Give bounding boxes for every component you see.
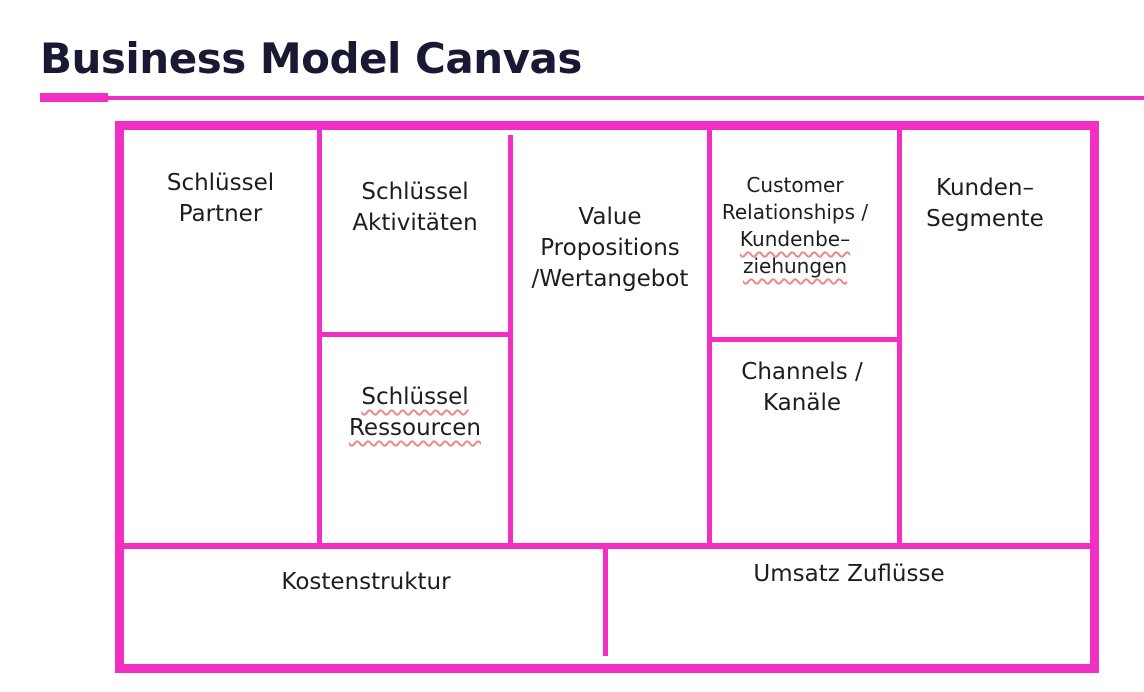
key-activities-line-1: Schlüssel <box>361 179 469 205</box>
channels-line-1: Channels / <box>741 359 863 385</box>
cell-customer-segments: Kunden– Segmente <box>886 173 1084 235</box>
divider-relationships-channels <box>707 337 902 342</box>
customer-relationships-line-3: Kundenbe– <box>739 227 851 251</box>
value-propositions-line-2: Propositions <box>540 235 680 261</box>
divider-bottom-row <box>124 543 1090 549</box>
key-resources-line-1: Schlüssel <box>361 384 469 410</box>
customer-relationships-line-4: ziehungen <box>742 254 848 278</box>
key-resources-line-2: Ressourcen <box>348 415 482 441</box>
divider-partners-activities <box>317 130 322 546</box>
cell-customer-relationships: Customer Relationships / Kundenbe– ziehu… <box>697 172 893 280</box>
channels-line-2: Kanäle <box>763 390 841 416</box>
divider-activities-value <box>508 135 513 546</box>
customer-relationships-line-2: Relationships / <box>721 200 869 224</box>
page-title: Business Model Canvas <box>40 34 582 83</box>
value-propositions-line-1: Value <box>578 204 642 230</box>
customer-segments-line-1: Kunden– <box>936 175 1034 201</box>
value-propositions-line-3: /Wertangebot <box>531 266 689 292</box>
revenue-streams-label: Umsatz Zuflüsse <box>753 561 945 587</box>
customer-relationships-line-1: Customer <box>746 173 844 197</box>
title-underline <box>42 96 1144 100</box>
cost-structure-label: Kostenstruktur <box>281 569 451 595</box>
key-activities-line-2: Aktivitäten <box>352 210 478 236</box>
cell-value-propositions: Value Propositions /Wertangebot <box>513 202 707 295</box>
key-partners-line-1: Schlüssel <box>166 170 275 196</box>
key-partners-line-2: Partner <box>178 201 263 227</box>
cell-cost-structure: Kostenstruktur <box>124 567 608 598</box>
cell-key-partners: Schlüssel Partner <box>124 168 317 230</box>
divider-cost-revenue <box>603 549 608 656</box>
title-underline-accent-segment <box>40 93 108 102</box>
customer-segments-line-2: Segmente <box>926 206 1044 232</box>
cell-key-resources: Schlüssel Ressourcen <box>322 382 508 444</box>
cell-revenue-streams: Umsatz Zuflüsse <box>608 559 1090 590</box>
business-model-canvas-frame: Schlüssel Partner Schlüssel Aktivitäten … <box>115 121 1099 673</box>
cell-channels: Channels / Kanäle <box>707 357 897 419</box>
divider-activities-resources <box>317 332 513 337</box>
cell-key-activities: Schlüssel Aktivitäten <box>322 177 508 239</box>
